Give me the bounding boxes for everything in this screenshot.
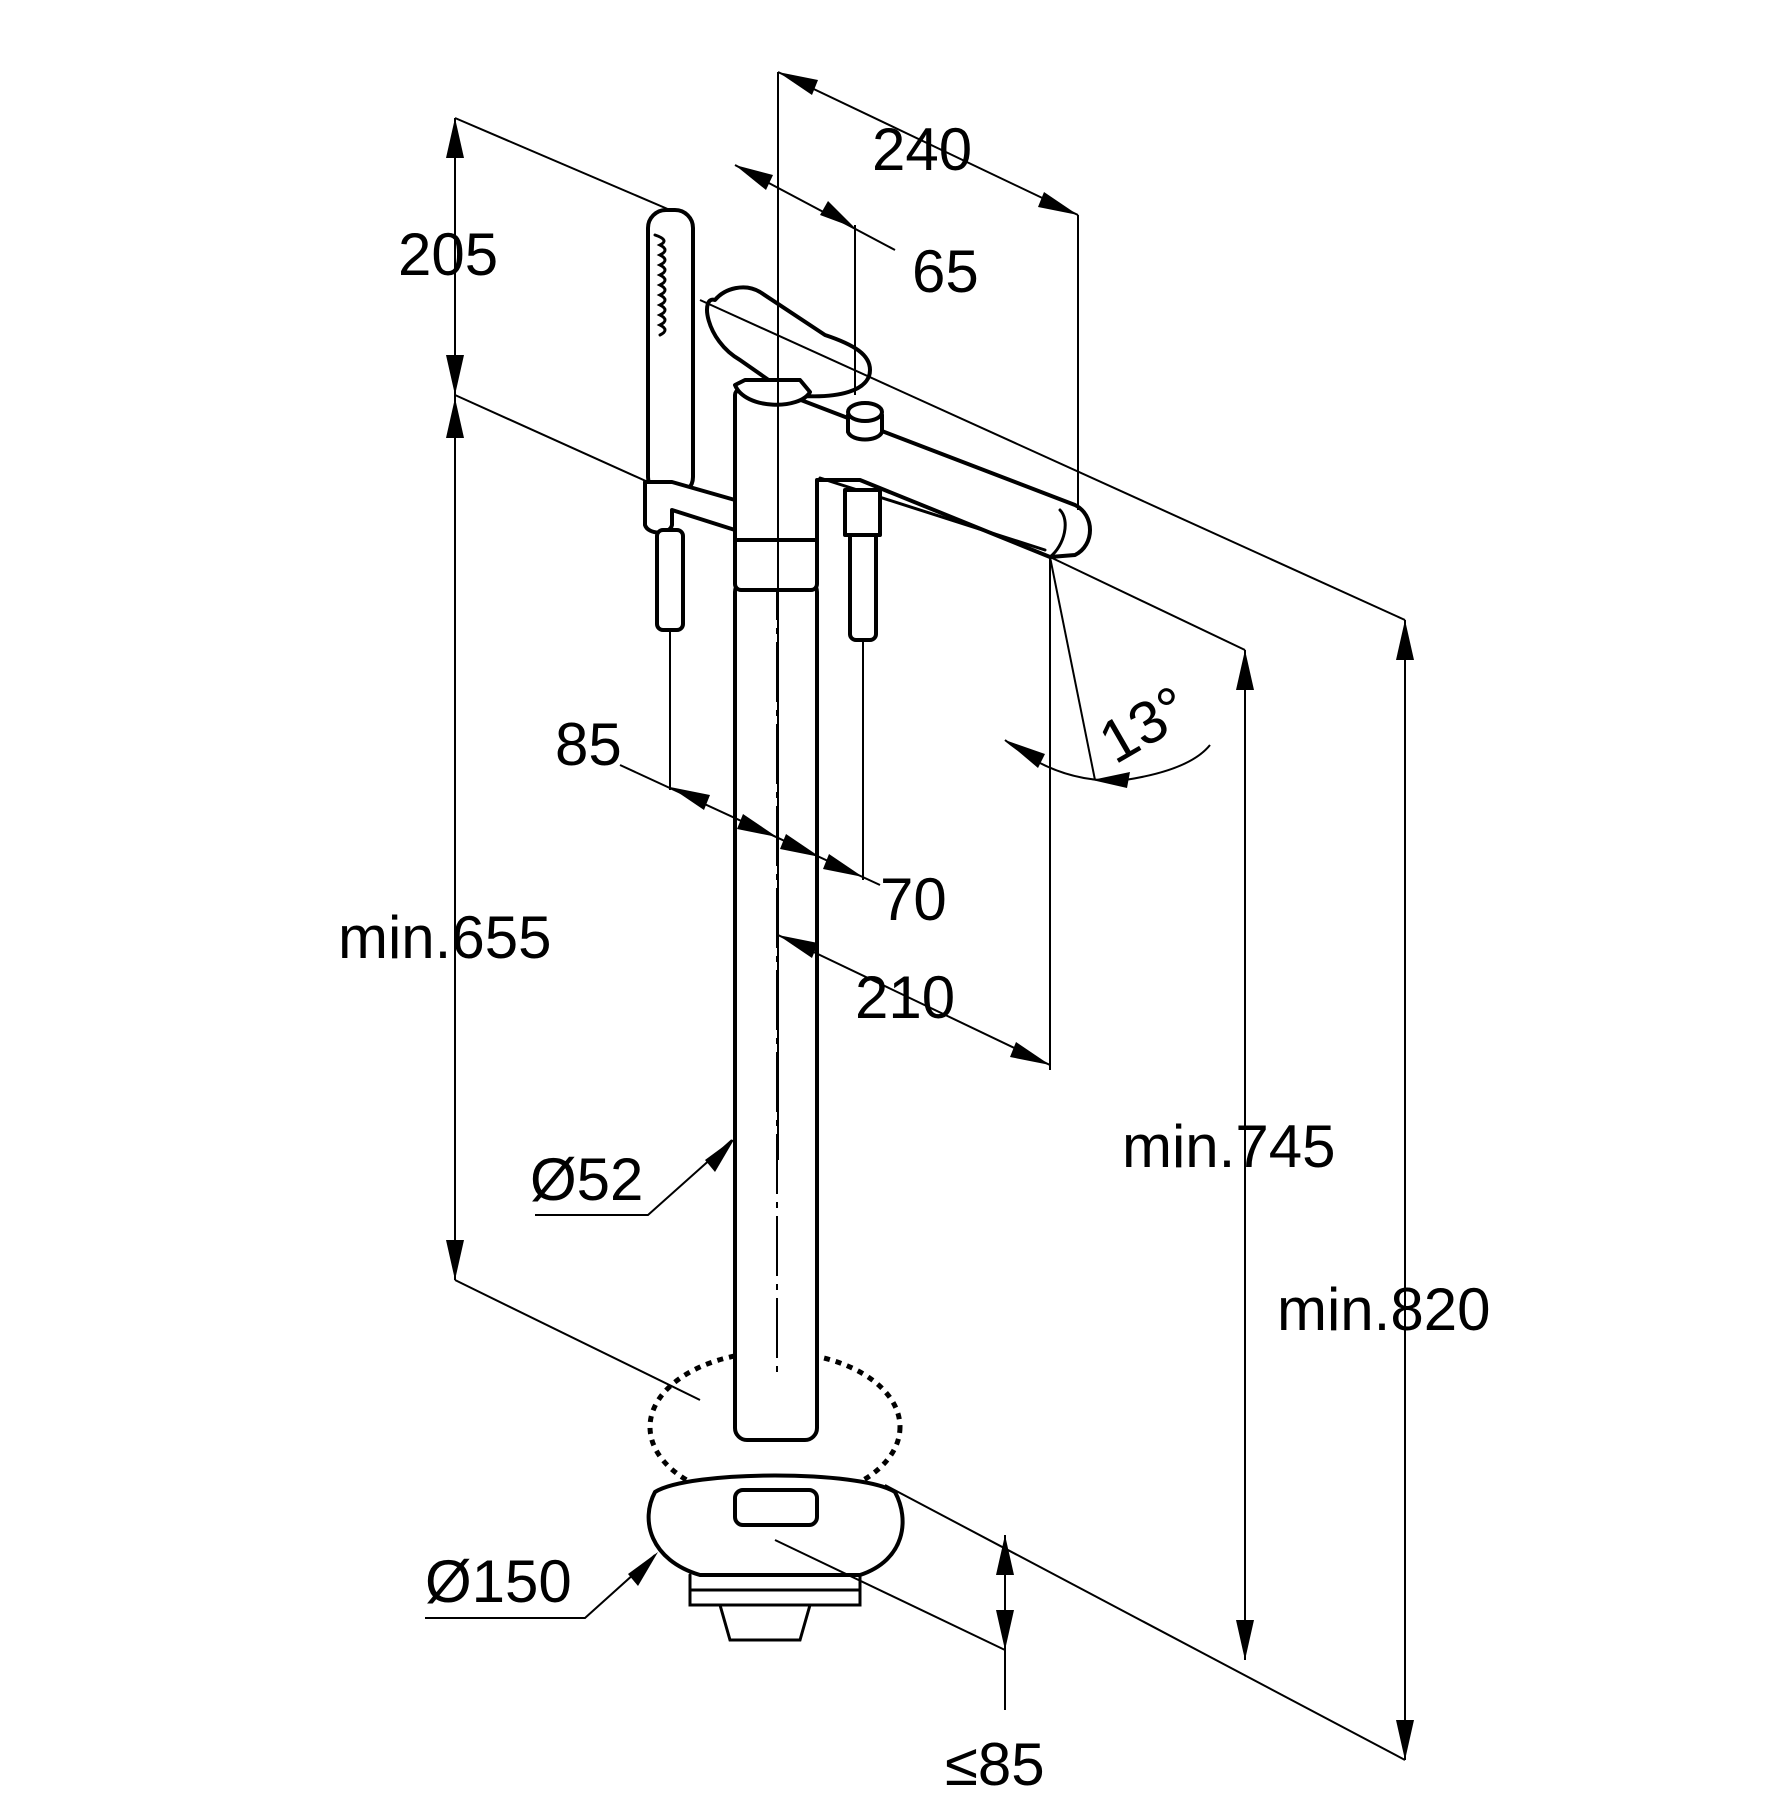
label-85-top: 85 <box>555 711 622 778</box>
floor-reference-line <box>884 1484 1406 1761</box>
dim-210-arrow-right <box>1010 1042 1050 1065</box>
dim-min745-arrow-top <box>1236 650 1254 690</box>
dim-205-extension-top <box>454 117 671 211</box>
riser-pipe-base <box>733 1488 819 1527</box>
dim-240-arrow-right <box>1038 192 1078 215</box>
hand-shower-grip-pattern <box>653 233 667 337</box>
lever-handle <box>705 285 872 399</box>
dim-min820-arrow-top <box>1396 620 1414 660</box>
label-70: 70 <box>880 866 947 933</box>
faucet-body <box>643 208 1092 1642</box>
label-min820: min.820 <box>1277 1276 1490 1343</box>
base-plate-bottom-fitting <box>688 1573 862 1642</box>
dim-13deg-arrow-left <box>1005 740 1045 768</box>
shower-bracket <box>643 480 737 535</box>
dim-13deg-arrow-right <box>1092 772 1130 788</box>
label-13-degrees: 13° <box>1088 673 1200 776</box>
dim-210-arrow-left <box>778 935 818 958</box>
dim-240-arrow-left <box>778 72 818 95</box>
label-205: 205 <box>398 221 498 288</box>
dim-210-line <box>777 934 1051 1066</box>
dim-13deg-ray-angled <box>1049 556 1096 781</box>
dim-205-arrow-bottom <box>446 355 464 395</box>
label-dia150: Ø150 <box>425 1548 572 1615</box>
label-le85: ≤85 <box>945 1731 1045 1798</box>
label-min655: min.655 <box>338 904 551 971</box>
dim-205-arrow-top <box>446 118 464 158</box>
dia150-arrow <box>628 1552 658 1586</box>
pipe-collar <box>733 533 819 592</box>
dim-65-arrow-right <box>820 201 855 228</box>
dim-min745-extension-top <box>1049 556 1246 651</box>
label-240: 240 <box>872 116 972 183</box>
mixer-body <box>733 385 1092 559</box>
dimension-lines <box>425 71 1414 1761</box>
label-210: 210 <box>855 964 955 1031</box>
lever-stem <box>733 378 812 407</box>
dim-70-arrow-right <box>823 854 863 877</box>
right-inlet-collar <box>843 488 882 537</box>
dim-70-arrow-left <box>780 834 820 857</box>
dim-85top-arrow-left <box>670 787 710 810</box>
dia52-leader <box>535 1139 733 1216</box>
label-dia52: Ø52 <box>530 1146 643 1213</box>
dim-le85-arrow-bottom <box>996 1610 1014 1650</box>
dimension-labels: 240 65 205 13° 85 70 210 min.655 min.745… <box>338 116 1490 1798</box>
dim-min655-arrow-bottom <box>446 1240 464 1280</box>
dim-85top-arrow-right <box>737 814 777 837</box>
dim-min745-arrow-bottom <box>1236 1620 1254 1660</box>
dim-min655-arrow-top <box>446 398 464 438</box>
hand-shower <box>646 208 695 497</box>
label-65: 65 <box>912 238 979 305</box>
dim-240-line <box>777 71 1079 216</box>
dim-le85-arrow-top <box>996 1535 1014 1575</box>
dim-le85-extension-top <box>774 1539 1006 1651</box>
diverter-knob-top <box>846 401 884 423</box>
dim-205-extension-bottom <box>454 394 649 483</box>
label-min745: min.745 <box>1122 1113 1335 1180</box>
dim-65-arrow-left <box>735 165 773 190</box>
dia52-arrow <box>705 1138 735 1172</box>
dim-min820-arrow-bottom <box>1396 1720 1414 1760</box>
dim-min820-extension-top <box>699 299 1406 621</box>
left-inlet-pipe <box>655 528 685 632</box>
dim-min655-extension-bottom <box>454 1279 701 1401</box>
